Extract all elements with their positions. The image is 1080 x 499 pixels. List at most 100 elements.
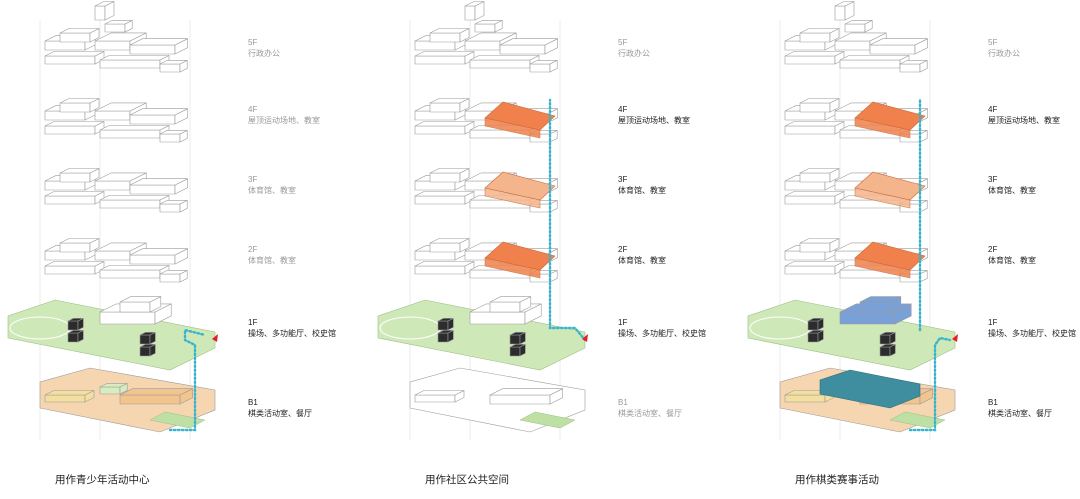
floor-block-1: [799, 28, 840, 43]
floor-block-6: [159, 269, 188, 283]
floor-description: 屋顶运动场地、教室: [618, 116, 690, 125]
floor-block-6: [159, 199, 188, 213]
floor-level: 2F: [248, 245, 258, 254]
floor-level: 5F: [988, 38, 998, 47]
floor-block-4: [44, 51, 105, 65]
floor-label-1F: 1F 操场、多功能厅、校史馆: [988, 317, 1076, 339]
floor-level: B1: [618, 398, 628, 407]
floor-level: 4F: [248, 105, 258, 114]
floor-block-5: [839, 55, 910, 69]
dark-cube-3: [139, 343, 156, 357]
basement-room-yellow: [44, 390, 95, 403]
floor-label-1F: 1F 操场、多功能厅、校史馆: [248, 317, 336, 339]
floor-block-4: [414, 261, 475, 275]
circulation-path-up: [548, 98, 587, 342]
floor-level: 1F: [988, 318, 998, 327]
floor-block-7: [94, 1, 115, 21]
floor-block-5: [99, 195, 170, 209]
floor-level: B1: [248, 398, 258, 407]
axonometric-drawing: [7, 1, 218, 440]
floor-block-1: [429, 98, 470, 113]
floor-block-6: [159, 129, 188, 143]
floor-block-1: [59, 238, 100, 253]
chess-hall-teal: [819, 369, 921, 409]
floor-block-4: [414, 51, 475, 65]
basement-room-green: [99, 382, 128, 395]
central-building-upper: [859, 296, 902, 313]
floor-block-5: [99, 55, 170, 69]
floor-description: 体育馆、教室: [988, 186, 1036, 195]
floor-description: 体育馆、教室: [248, 186, 296, 195]
floor-description: 操场、多功能厅、校史馆: [248, 329, 336, 338]
basement-court: [889, 411, 946, 429]
floor-block-6: [159, 59, 188, 73]
dark-cube-0: [437, 317, 454, 331]
floor-block-6: [529, 59, 558, 73]
site-green-plate: [377, 299, 586, 371]
floor-level: 5F: [618, 38, 628, 47]
floor-description: 屋顶运动场地、教室: [988, 116, 1060, 125]
floor-block-4: [44, 191, 105, 205]
floor-block-4: [414, 121, 475, 135]
floor-block-1: [799, 168, 840, 183]
floor-block-7: [464, 1, 485, 21]
floor-block-1: [59, 28, 100, 43]
floor-level: 1F: [248, 318, 258, 327]
floor-level: 1F: [618, 318, 628, 327]
dark-cube-1: [67, 329, 84, 343]
axonometric-drawing: [747, 1, 958, 440]
floor-block-5: [469, 55, 540, 69]
floor-level: 3F: [618, 175, 628, 184]
floor-block-4: [414, 191, 475, 205]
entrance-arrow-icon: [582, 334, 588, 342]
floor-description: 操场、多功能厅、校史馆: [988, 329, 1076, 338]
circulation-path-b1: [908, 336, 952, 432]
central-building-upper: [489, 296, 532, 313]
central-building-upper: [119, 296, 162, 313]
floor-label-B1: B1 棋类活动室、餐厅: [618, 397, 682, 419]
dark-cube-1: [807, 329, 824, 343]
floor-level: 2F: [988, 245, 998, 254]
floor-block-4: [44, 261, 105, 275]
floor-level: 3F: [988, 175, 998, 184]
basement-room: [414, 390, 465, 403]
floor-block-8: [844, 19, 873, 33]
floor-label-4F: 4F 屋顶运动场地、教室: [618, 104, 690, 126]
floor-block-3: [129, 248, 188, 265]
dark-cube-2: [139, 331, 156, 345]
floor-block-1: [429, 168, 470, 183]
dark-cube-2: [509, 331, 526, 345]
floor-description: 体育馆、教室: [988, 256, 1036, 265]
circulation-path: [168, 328, 207, 432]
floor-block-5: [99, 265, 170, 279]
floor-block-6: [899, 59, 928, 73]
floor-description: 体育馆、教室: [618, 256, 666, 265]
floor-block-1: [429, 238, 470, 253]
floor-block-3: [499, 38, 558, 55]
floor-description: 操场、多功能厅、校史馆: [618, 329, 706, 338]
floor-label-1F: 1F 操场、多功能厅、校史馆: [618, 317, 706, 339]
floor-block-8: [474, 19, 503, 33]
axonometric-drawing: [377, 1, 588, 440]
floor-level: 4F: [618, 105, 628, 114]
floor-block-4: [784, 261, 845, 275]
basement-room-orange: [119, 388, 193, 405]
floor-block-7: [834, 1, 855, 21]
floor-block-1: [799, 238, 840, 253]
panel-caption: 用作社区公共空间: [425, 474, 509, 486]
floor-block-5: [99, 125, 170, 139]
floor-label-3F: 3F 体育馆、教室: [988, 174, 1036, 196]
floor-description: 体育馆、教室: [248, 256, 296, 265]
floor-description: 棋类活动室、餐厅: [618, 409, 682, 418]
dark-cube-0: [67, 317, 84, 331]
